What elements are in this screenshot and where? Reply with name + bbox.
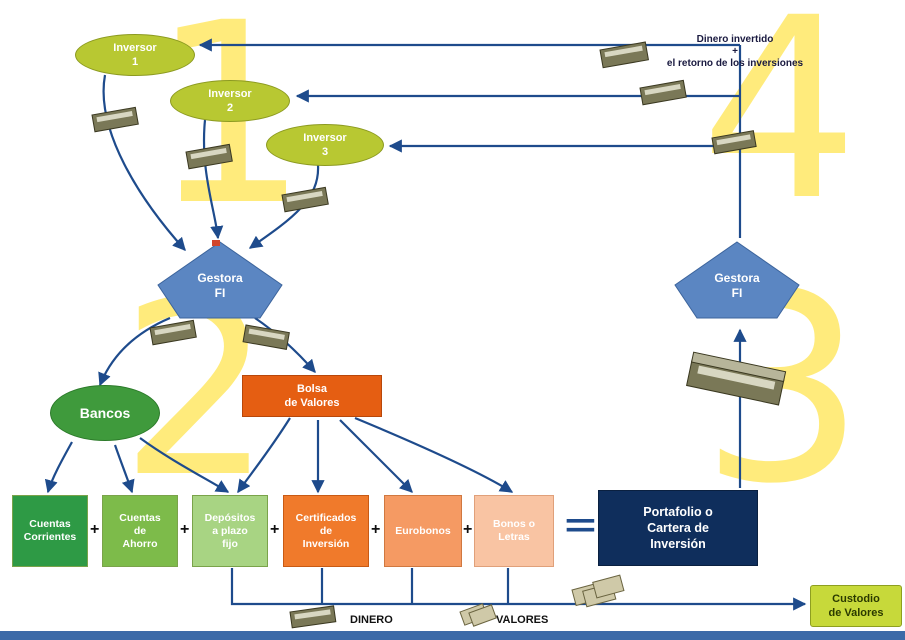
plus-operator: + (371, 521, 381, 538)
legend-money-label: DINERO (350, 614, 393, 626)
flow-bancos-corrientes (44, 441, 73, 494)
flow-gestora-bancos (98, 316, 171, 387)
flow-inv2-gestora (202, 119, 224, 240)
investor-3-label: Inversor (303, 132, 347, 144)
flow-inv1-gestora (102, 74, 186, 251)
bottom-bar (0, 631, 905, 640)
instrument-2-line1: Depósitos (204, 511, 256, 524)
portafolio-line1: Portafolio o (643, 505, 713, 519)
bolsa-node: Bolsa de Valores (242, 375, 382, 417)
instrument-certificados: Certificados de Inversión (283, 495, 369, 567)
gestora-left-line2: FI (214, 286, 226, 300)
instrument-0-line1: Cuentas (29, 518, 71, 530)
return-note-line2: + (732, 46, 738, 57)
instrument-3-line1: Certificados (295, 511, 357, 524)
flow-bancos-ahorro (113, 444, 135, 494)
instrument-3-line2: de (319, 524, 333, 537)
flow-to-custodio (230, 568, 807, 611)
bancos-node: Bancos (50, 385, 160, 441)
instrument-depositos: Depósitos a plazo fijo (192, 495, 268, 567)
instrument-5-line1: Bonos o (493, 518, 535, 530)
bolsa-line1: Bolsa (297, 383, 327, 395)
instrument-cuentas-ahorro: Cuentas de Ahorro (102, 495, 178, 567)
gestora-right-pentagon (674, 241, 800, 319)
return-note: Dinero invertido + el retorno de los inv… (640, 34, 830, 70)
document-bundle-icon (459, 574, 625, 627)
money-stack-icon (91, 41, 787, 629)
investor-3: Inversor 3 (266, 124, 384, 166)
bolsa-line2: de Valores (284, 397, 340, 409)
custodio-node: Custodio de Valores (810, 585, 902, 627)
instrument-1-line3: Ahorro (122, 537, 158, 550)
instrument-5-line2: Letras (498, 531, 530, 543)
investor-1-label: Inversor (113, 42, 157, 54)
portafolio-line3: Inversión (650, 537, 706, 551)
return-note-line1: Dinero invertido (696, 34, 774, 45)
investor-3-number: 3 (321, 146, 329, 158)
instrument-bonos-letras: Bonos o Letras (474, 495, 554, 567)
investor-1-number: 1 (131, 56, 139, 68)
instrument-2-line2: a plazo (212, 524, 248, 537)
gestora-left-line1: Gestora (197, 271, 243, 285)
investor-1: Inversor 1 (75, 34, 195, 76)
flow-bancos-depositos (139, 437, 230, 493)
instrument-0-line2: Corrientes (23, 531, 77, 543)
portafolio-node: Portafolio o Cartera de Inversión (598, 490, 758, 566)
instrument-3-line3: Inversión (302, 537, 350, 550)
legend-securities-label: VALORES (496, 614, 549, 626)
investor-2-label: Inversor (208, 88, 252, 100)
plus-operator: + (270, 521, 280, 538)
gestora-left-label: Gestora FI (180, 271, 260, 301)
investor-2-number: 2 (226, 102, 234, 114)
plus-operator: + (463, 521, 473, 538)
gestora-right-line2: FI (731, 286, 743, 300)
plus-operator: + (180, 521, 190, 538)
instrument-2-line3: fijo (222, 537, 238, 550)
equals-operator: = (562, 499, 599, 550)
instrument-cuentas-corrientes: Cuentas Corrientes (12, 495, 88, 567)
return-note-line3: el retorno de los inversiones (666, 58, 804, 69)
flow-bolsa-bonos (354, 416, 514, 493)
custodio-line2: de Valores (828, 607, 884, 619)
flow-gestora-bolsa (254, 317, 316, 373)
gestora-left-pentagon (157, 241, 283, 319)
instrument-eurobonos: Eurobonos (384, 495, 462, 567)
instrument-1-line1: Cuentas (119, 511, 161, 524)
step-number-4: 4 (700, 0, 860, 255)
gestora-right-label: Gestora FI (697, 271, 777, 301)
flow-bolsa-eurobonos (339, 419, 413, 493)
custodio-line1: Custodio (832, 593, 880, 605)
flow-bolsa-depositos (237, 417, 291, 494)
gestora-right-line1: Gestora (714, 271, 760, 285)
portafolio-line2: Cartera de (647, 521, 709, 535)
instrument-1-line2: de (133, 524, 147, 537)
plus-operator: + (90, 521, 100, 538)
investor-2: Inversor 2 (170, 80, 290, 122)
